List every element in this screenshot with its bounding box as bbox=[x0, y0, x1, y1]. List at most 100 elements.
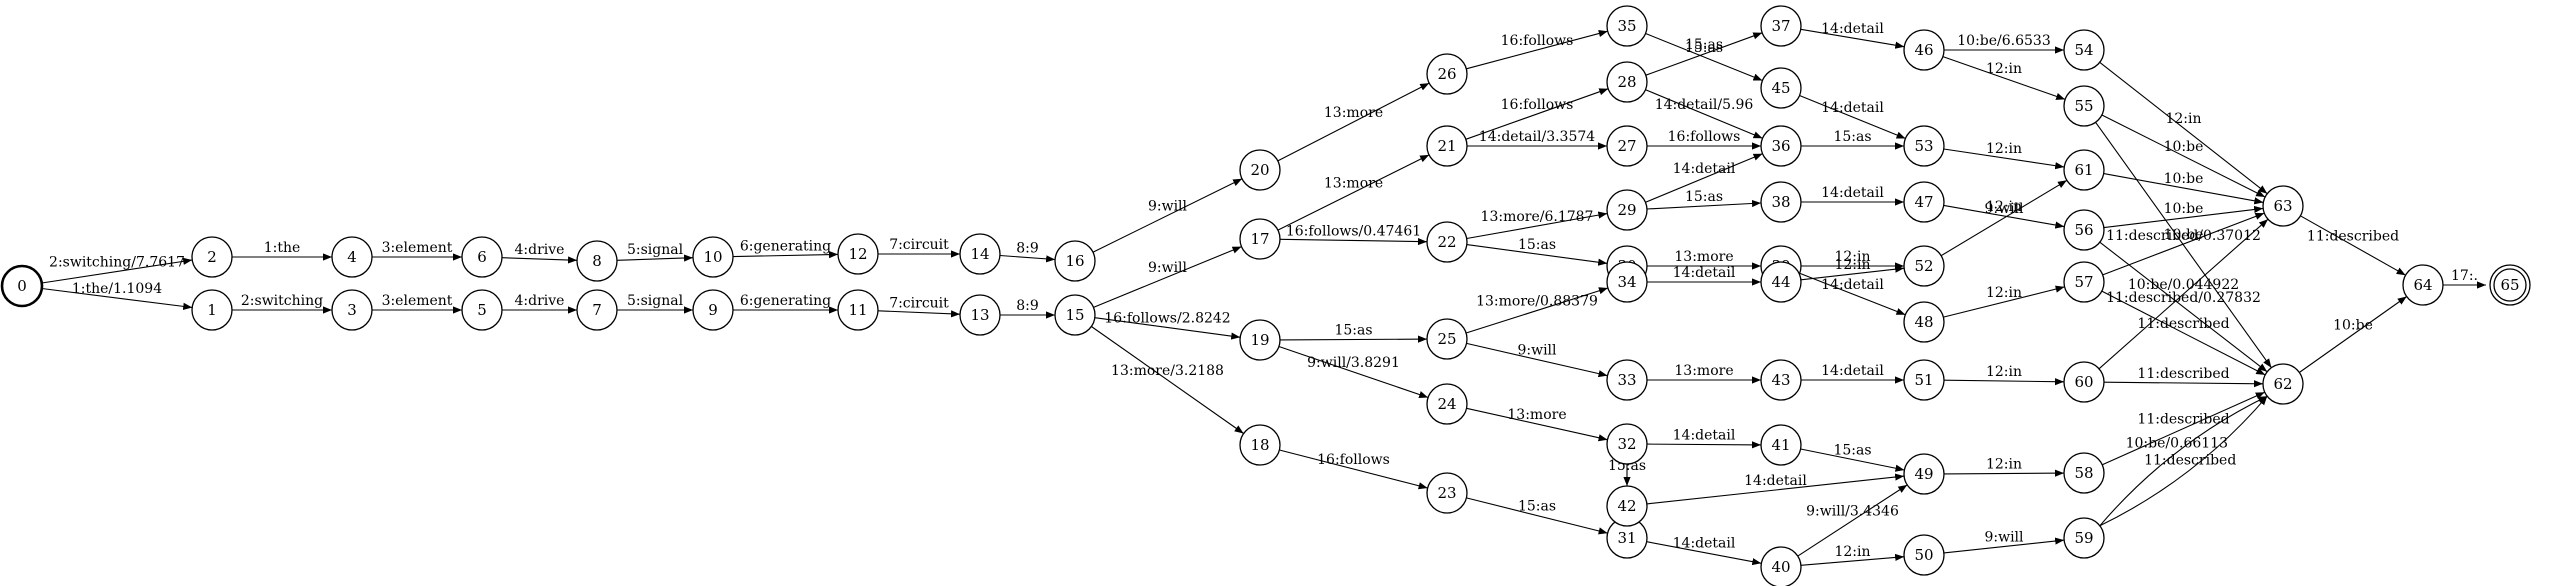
state-circle bbox=[0, 264, 44, 308]
state-node-44: 44 bbox=[1760, 261, 1802, 303]
edge-label: 10:be/0.044922 bbox=[2128, 277, 2239, 293]
edge-48-57: 12:in bbox=[1943, 285, 2065, 318]
edge-47-56: 12:in bbox=[1943, 199, 2065, 229]
state-circle bbox=[1903, 453, 1945, 495]
state-node-62: 62 bbox=[2262, 363, 2304, 405]
edge-64-65: 17:. bbox=[2443, 268, 2486, 289]
edge-line bbox=[2101, 114, 2266, 198]
state-circle bbox=[692, 236, 734, 278]
edge-label: 8:9 bbox=[1016, 298, 1039, 314]
edge-label: 9:will/3.4346 bbox=[1806, 504, 1899, 520]
state-node-16: 16 bbox=[1054, 240, 1096, 282]
state-circle bbox=[2063, 29, 2105, 71]
state-label: 26 bbox=[1437, 65, 1456, 83]
state-circle bbox=[1903, 245, 1945, 287]
edge-label: 1:the/1.1094 bbox=[72, 281, 162, 297]
state-circle bbox=[1903, 125, 1945, 167]
state-node-22: 22 bbox=[1426, 221, 1468, 263]
edge-line bbox=[1466, 497, 1608, 535]
edge-55-62: 11:described/0.37012 bbox=[2095, 121, 2272, 369]
state-label: 33 bbox=[1617, 371, 1636, 389]
edge-line bbox=[2101, 290, 2266, 376]
edge-line bbox=[1646, 541, 1762, 566]
edge-label: 12:in bbox=[1834, 544, 1870, 560]
state-node-51: 51 bbox=[1903, 359, 1945, 401]
edge-label: 13:more bbox=[1674, 363, 1733, 379]
edge-line bbox=[1943, 285, 2065, 318]
edge-line bbox=[1940, 179, 2068, 257]
state-label: 34 bbox=[1617, 273, 1636, 291]
edge-4-6: 3:element bbox=[371, 240, 462, 261]
state-circle bbox=[331, 236, 373, 278]
edge-15-17: 9:will bbox=[1093, 246, 1242, 308]
state-circle bbox=[461, 289, 503, 331]
edge-19-24: 9:will/3.8291 bbox=[1278, 345, 1429, 399]
state-label: 11 bbox=[848, 301, 867, 319]
state-node-58: 58 bbox=[2063, 452, 2105, 494]
state-circle bbox=[2063, 452, 2105, 494]
state-node-40: 40 bbox=[1760, 546, 1802, 586]
edge-label: 17:. bbox=[2451, 268, 2478, 284]
state-node-12: 12 bbox=[837, 233, 879, 275]
state-label: 12 bbox=[848, 245, 867, 263]
edge-label: 14:detail bbox=[1673, 161, 1736, 177]
state-label: 3 bbox=[347, 301, 357, 319]
state-label: 54 bbox=[2074, 41, 2093, 59]
state-node-50: 50 bbox=[1903, 534, 1945, 576]
state-circle bbox=[1760, 424, 1802, 466]
state-node-0: 0 bbox=[0, 264, 44, 308]
edge-line bbox=[1943, 378, 2065, 386]
edge-36-53: 15:as bbox=[1801, 129, 1904, 150]
edge-13-15: 8:9 bbox=[1000, 298, 1055, 319]
edge-3-5: 3:element bbox=[372, 293, 462, 314]
edge-12-14: 7:circuit bbox=[878, 237, 960, 258]
edge-label: 14:detail bbox=[1673, 536, 1736, 552]
edge-26-35: 16:follows bbox=[1466, 30, 1608, 70]
edge-line bbox=[1093, 246, 1242, 308]
edge-line bbox=[1091, 326, 1244, 434]
state-label: 9 bbox=[708, 301, 718, 319]
edge-label: 2:switching bbox=[241, 293, 323, 309]
edge-label: 9:will bbox=[1984, 530, 2024, 546]
edge-line bbox=[2102, 212, 2265, 276]
state-label: 22 bbox=[1437, 233, 1456, 251]
state-circle bbox=[2063, 149, 2105, 191]
edge-line bbox=[1278, 345, 1429, 399]
state-label: 18 bbox=[1250, 436, 1269, 454]
edge-line bbox=[1646, 199, 1762, 210]
edge-line bbox=[1645, 32, 1763, 76]
state-node-56: 56 bbox=[2063, 209, 2105, 251]
edge-label: 11:described bbox=[2137, 412, 2229, 428]
edge-line bbox=[2099, 395, 2268, 527]
edge-line bbox=[41, 287, 193, 310]
edge-label: 15:as bbox=[1334, 323, 1372, 339]
edge-label: 9:will bbox=[1148, 199, 1188, 215]
state-label: 7 bbox=[592, 301, 602, 319]
state-circle bbox=[576, 240, 618, 282]
state-label: 48 bbox=[1914, 313, 1933, 331]
state-label: 52 bbox=[1914, 257, 1933, 275]
state-node-53: 53 bbox=[1903, 125, 1945, 167]
edge-label: 6:generating bbox=[740, 239, 831, 255]
state-label: 59 bbox=[2074, 529, 2093, 547]
edge-22-30: 15:as bbox=[1466, 237, 1608, 266]
state-node-55: 55 bbox=[2063, 85, 2105, 127]
edge-28-37: 15:as bbox=[1645, 32, 1763, 76]
state-circle bbox=[1760, 359, 1802, 401]
edge-29-36: 14:detail bbox=[1645, 153, 1763, 203]
state-label: 53 bbox=[1914, 137, 1933, 155]
edge-line bbox=[1943, 469, 2065, 477]
edge-label: 2:switching/7.7617 bbox=[49, 255, 185, 271]
edge-label: 12:in bbox=[1986, 364, 2022, 380]
state-node-17: 17 bbox=[1239, 218, 1281, 260]
state-circle bbox=[1606, 485, 1648, 527]
edge-label: 13:more bbox=[1324, 176, 1383, 192]
state-node-21: 21 bbox=[1426, 125, 1468, 167]
edge-44-52: 12:in bbox=[1800, 257, 1905, 281]
edge-17-22: 16:follows/0.47461 bbox=[1279, 224, 1428, 246]
state-node-48: 48 bbox=[1903, 301, 1945, 343]
edge-label: 15:as bbox=[1518, 237, 1556, 253]
edge-14-16: 8:9 bbox=[999, 241, 1056, 263]
state-node-13: 13 bbox=[959, 294, 1001, 336]
state-node-35: 35 bbox=[1606, 5, 1648, 47]
